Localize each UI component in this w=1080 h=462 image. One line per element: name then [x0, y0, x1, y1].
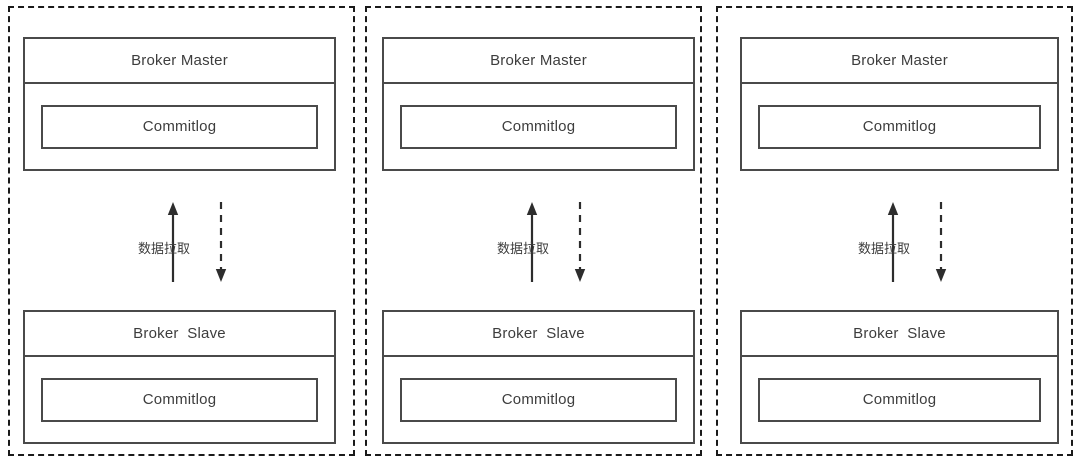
broker-slave-body-1: Commitlog — [25, 357, 334, 440]
broker-slave-box-3[interactable]: Broker Slave Commitlog — [740, 310, 1059, 444]
broker-master-title-1: Broker Master — [25, 39, 334, 84]
data-pull-down-arrow-2 — [573, 202, 587, 282]
broker-master-box-1[interactable]: Broker Master Commitlog — [23, 37, 336, 171]
broker-master-body-1: Commitlog — [25, 84, 334, 167]
broker-slave-box-1[interactable]: Broker Slave Commitlog — [23, 310, 336, 444]
data-pull-label-2: 数据拉取 — [497, 241, 550, 256]
commitlog-box-slave-3[interactable]: Commitlog — [758, 378, 1041, 422]
broker-master-title-2: Broker Master — [384, 39, 693, 84]
broker-cluster-3: Broker Master Commitlog 数据拉取 Broker — [716, 6, 1073, 456]
commitlog-box-master-3[interactable]: Commitlog — [758, 105, 1041, 149]
replication-arrows-1: 数据拉取 — [138, 202, 237, 282]
broker-master-title-3: Broker Master — [742, 39, 1057, 84]
broker-cluster-2: Broker Master Commitlog 数据拉取 Broker — [365, 6, 702, 456]
broker-master-box-3[interactable]: Broker Master Commitlog — [740, 37, 1059, 171]
commitlog-box-master-2[interactable]: Commitlog — [400, 105, 677, 149]
broker-master-body-3: Commitlog — [742, 84, 1057, 167]
broker-cluster-1: Broker Master Commitlog 数据拉取 Broker — [8, 6, 355, 456]
data-pull-label-3: 数据拉取 — [858, 241, 911, 256]
data-pull-up-arrow-2 — [525, 202, 539, 282]
broker-slave-body-2: Commitlog — [384, 357, 693, 440]
data-pull-label-1: 数据拉取 — [138, 241, 191, 256]
data-pull-up-arrow-1 — [166, 202, 180, 282]
commitlog-box-slave-2[interactable]: Commitlog — [400, 378, 677, 422]
broker-master-body-2: Commitlog — [384, 84, 693, 167]
broker-master-box-2[interactable]: Broker Master Commitlog — [382, 37, 695, 171]
commitlog-box-slave-1[interactable]: Commitlog — [41, 378, 318, 422]
broker-slave-title-3: Broker Slave — [742, 312, 1057, 357]
broker-slave-title-1: Broker Slave — [25, 312, 334, 357]
data-pull-down-arrow-1 — [214, 202, 228, 282]
broker-slave-box-2[interactable]: Broker Slave Commitlog — [382, 310, 695, 444]
replication-arrows-2: 数据拉取 — [497, 202, 596, 282]
broker-slave-title-2: Broker Slave — [384, 312, 693, 357]
data-pull-up-arrow-3 — [886, 202, 900, 282]
replication-arrows-3: 数据拉取 — [858, 202, 957, 282]
broker-slave-body-3: Commitlog — [742, 357, 1057, 440]
commitlog-box-master-1[interactable]: Commitlog — [41, 105, 318, 149]
data-pull-down-arrow-3 — [934, 202, 948, 282]
